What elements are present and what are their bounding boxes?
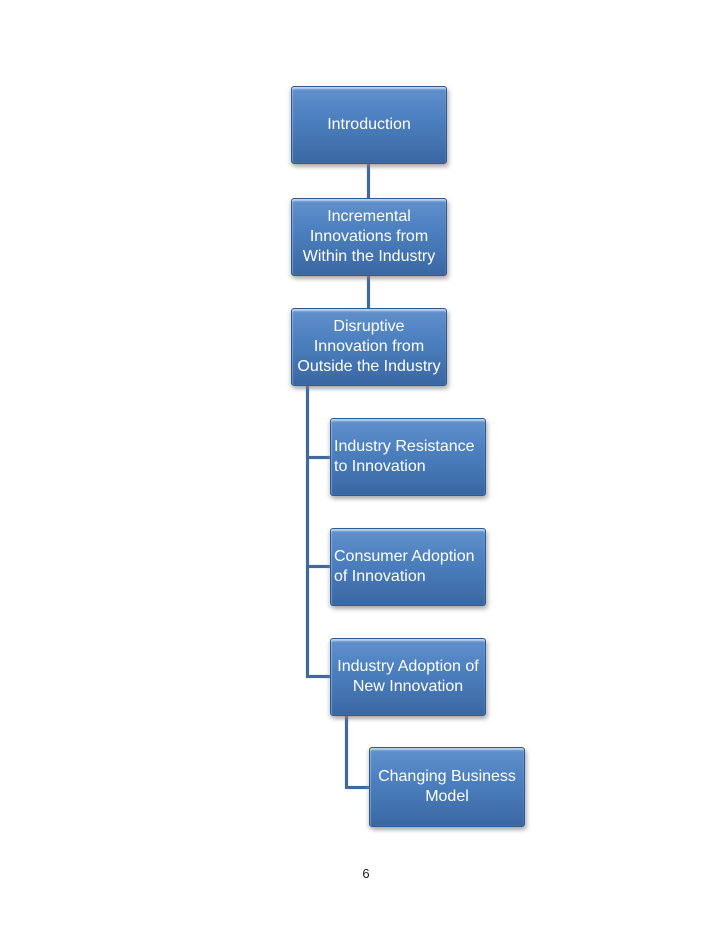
connector-industry-adoption-down: [345, 716, 348, 789]
connector-incremental-to-disruptive: [367, 276, 370, 309]
connector-to-changing-business-model: [348, 786, 369, 789]
connector-branch-industry-resistance: [309, 456, 330, 459]
flowchart-node-incremental-innovations: Incremental Innovations from Within the …: [291, 198, 447, 276]
flowchart-node-disruptive-innovation: Disruptive Innovation from Outside the I…: [291, 308, 447, 386]
flowchart-node-industry-resistance: Industry Resistance to Innovation: [330, 418, 486, 496]
connector-introduction-to-incremental: [367, 164, 370, 199]
flowchart-node-industry-adoption: Industry Adoption of New Innovation: [330, 638, 486, 716]
page-number: 6: [362, 866, 370, 881]
flowchart-node-introduction: Introduction: [291, 86, 447, 164]
connector-branch-industry-adoption: [309, 675, 330, 678]
flowchart-node-consumer-adoption: Consumer Adoption of Innovation: [330, 528, 486, 606]
flowchart-node-changing-business-model: Changing Business Model: [369, 747, 525, 827]
connector-branch-consumer-adoption: [309, 565, 330, 568]
connector-disruptive-trunk: [306, 386, 309, 678]
